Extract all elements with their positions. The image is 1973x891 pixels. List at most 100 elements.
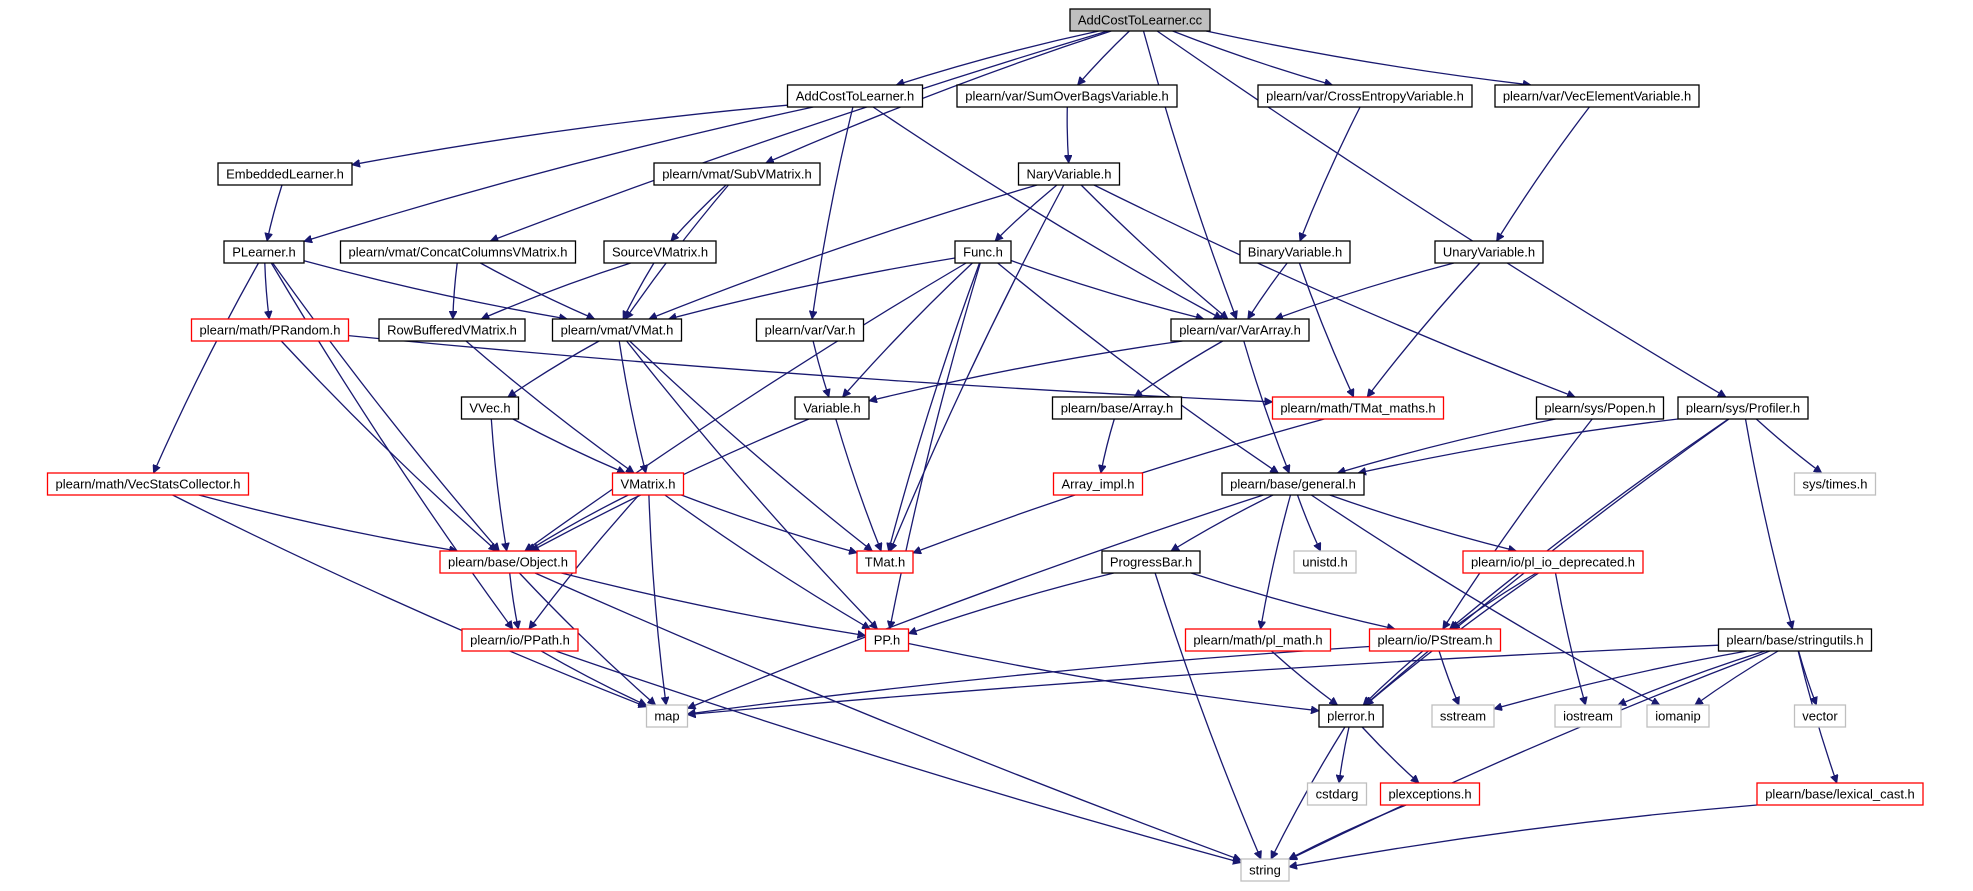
dependency-edge xyxy=(997,262,1279,474)
file-node[interactable]: plearn/var/Var.h xyxy=(755,318,865,342)
file-node-label: string xyxy=(1249,863,1281,878)
file-node[interactable]: EmbeddedLearner.h xyxy=(217,162,353,186)
file-node[interactable]: map xyxy=(645,704,689,728)
file-node-label: ProgressBar.h xyxy=(1110,555,1192,570)
dependency-edge xyxy=(1134,340,1224,398)
dependency-edge xyxy=(172,494,647,707)
file-node[interactable]: PLearner.h xyxy=(223,240,305,264)
file-node[interactable]: VMatrix.h xyxy=(611,472,685,496)
file-node-box xyxy=(1184,628,1332,652)
dependency-edge xyxy=(896,30,1099,85)
file-node[interactable]: AddCostToLearner.cc xyxy=(1069,8,1211,32)
file-node[interactable]: plearn/var/SumOverBagsVariable.h xyxy=(956,84,1178,108)
dependency-edge xyxy=(1270,726,1346,859)
file-node[interactable]: iostream xyxy=(1554,704,1622,728)
dependency-edge xyxy=(869,340,1183,401)
file-node[interactable]: TMat.h xyxy=(856,550,914,574)
dependency-edge xyxy=(1337,418,1556,473)
file-node-label: plearn/var/VecElementVariable.h xyxy=(1503,89,1691,104)
file-node[interactable]: plearn/base/Object.h xyxy=(439,550,577,574)
file-node[interactable]: iomanip xyxy=(1646,704,1710,728)
file-node[interactable]: Func.h xyxy=(954,240,1012,264)
file-node[interactable]: plearn/math/TMat_maths.h xyxy=(1271,396,1445,420)
file-node[interactable]: plearn/vmat/VMat.h xyxy=(551,318,683,342)
dependency-edge xyxy=(890,184,1065,551)
file-node[interactable]: plearn/sys/Popen.h xyxy=(1535,396,1665,420)
file-node[interactable]: cstdarg xyxy=(1306,782,1368,806)
file-node[interactable]: sys/times.h xyxy=(1793,472,1877,496)
file-node-box xyxy=(378,318,526,342)
file-node-box xyxy=(1434,240,1544,264)
file-node[interactable]: Variable.h xyxy=(794,396,870,420)
file-node-label: plearn/io/PStream.h xyxy=(1378,633,1493,648)
file-node[interactable]: unistd.h xyxy=(1293,550,1357,574)
file-node-label: plearn/var/VarArray.h xyxy=(1179,323,1301,338)
file-node[interactable]: PP.h xyxy=(864,628,910,652)
dependency-edge xyxy=(490,30,1108,241)
file-node-label: plearn/var/SumOverBagsVariable.h xyxy=(965,89,1169,104)
file-node-label: AddCostToLearner.h xyxy=(796,89,915,104)
file-node-box xyxy=(611,472,685,496)
file-node-label: plearn/base/lexical_cast.h xyxy=(1765,787,1915,802)
file-node-box xyxy=(1101,550,1201,574)
file-node[interactable]: AddCostToLearner.h xyxy=(786,84,924,108)
file-node[interactable]: plearn/base/Array.h xyxy=(1051,396,1183,420)
file-node-label: plearn/vmat/VMat.h xyxy=(561,323,674,338)
file-node[interactable]: vector xyxy=(1793,704,1847,728)
file-node[interactable]: plearn/var/VecElementVariable.h xyxy=(1494,84,1700,108)
file-node-label: Variable.h xyxy=(803,401,861,416)
dependency-edge xyxy=(1205,30,1531,85)
dependency-edge xyxy=(518,572,655,705)
file-node[interactable]: plearn/vmat/SubVMatrix.h xyxy=(653,162,821,186)
file-node-label: plearn/base/Array.h xyxy=(1061,401,1174,416)
dependency-edge xyxy=(352,104,788,165)
file-node-label: PLearner.h xyxy=(232,245,296,260)
file-node-box xyxy=(1257,84,1473,108)
dependency-edge xyxy=(1744,418,1793,629)
file-node[interactable]: RowBufferedVMatrix.h xyxy=(378,318,526,342)
file-node[interactable]: plearn/base/lexical_cast.h xyxy=(1756,782,1924,806)
file-node[interactable]: NaryVariable.h xyxy=(1017,162,1121,186)
dependency-edges xyxy=(154,30,1837,867)
file-node[interactable]: plearn/var/VarArray.h xyxy=(1170,318,1310,342)
file-node-box xyxy=(755,318,865,342)
dependency-edge xyxy=(264,262,269,319)
file-node[interactable]: plearn/io/pl_io_deprecated.h xyxy=(1462,550,1644,574)
file-node[interactable]: string xyxy=(1240,858,1290,882)
file-node-label: plearn/math/TMat_maths.h xyxy=(1280,401,1435,416)
file-node-label: unistd.h xyxy=(1302,555,1348,570)
file-node[interactable]: plearn/vmat/ConcatColumnsVMatrix.h xyxy=(339,240,577,264)
dependency-edge xyxy=(198,494,457,551)
file-node[interactable]: plearn/math/PRandom.h xyxy=(190,318,350,342)
file-node[interactable]: VVec.h xyxy=(460,396,520,420)
dependency-edge xyxy=(1300,106,1361,241)
file-node[interactable]: plearn/sys/Profiler.h xyxy=(1677,396,1809,420)
file-node[interactable]: sstream xyxy=(1431,704,1495,728)
file-node-box xyxy=(956,84,1178,108)
file-node[interactable]: plearn/base/general.h xyxy=(1221,472,1365,496)
file-node-label: plearn/math/PRandom.h xyxy=(200,323,341,338)
dependency-edge xyxy=(1289,650,1770,861)
dependency-edge xyxy=(890,262,981,629)
file-node-label: VVec.h xyxy=(469,401,510,416)
file-node[interactable]: plexceptions.h xyxy=(1379,782,1481,806)
file-node[interactable]: plearn/math/pl_math.h xyxy=(1184,628,1332,652)
file-node-box xyxy=(1535,396,1665,420)
file-node[interactable]: BinaryVariable.h xyxy=(1239,240,1351,264)
file-node-label: plearn/math/pl_math.h xyxy=(1193,633,1322,648)
file-node[interactable]: plerror.h xyxy=(1318,704,1384,728)
file-node-label: EmbeddedLearner.h xyxy=(226,167,344,182)
file-node-label: BinaryVariable.h xyxy=(1248,245,1342,260)
file-node[interactable]: Array_impl.h xyxy=(1052,472,1144,496)
file-node[interactable]: plearn/io/PPath.h xyxy=(461,628,579,652)
file-node[interactable]: SourceVMatrix.h xyxy=(603,240,717,264)
file-node[interactable]: plearn/var/CrossEntropyVariable.h xyxy=(1257,84,1473,108)
dependency-edge xyxy=(1496,106,1590,241)
file-node[interactable]: plearn/io/PStream.h xyxy=(1368,628,1502,652)
file-node[interactable]: plearn/math/VecStatsCollector.h xyxy=(46,472,250,496)
dependency-edge xyxy=(1438,650,1459,705)
file-node[interactable]: UnaryVariable.h xyxy=(1434,240,1544,264)
file-node[interactable]: ProgressBar.h xyxy=(1101,550,1201,574)
file-node[interactable]: plearn/base/stringutils.h xyxy=(1717,628,1873,652)
